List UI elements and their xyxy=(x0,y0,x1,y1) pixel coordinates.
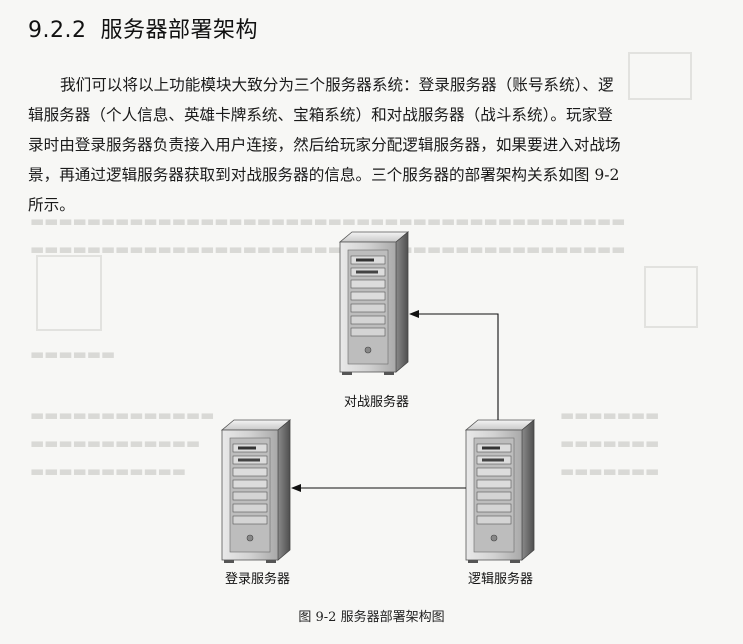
section-title: 服务器部署架构 xyxy=(100,18,258,43)
battle-server-label: 对战服务器 xyxy=(344,395,410,410)
paragraph-line: 录时由登录服务器负责接入用户连接，然后给玩家分配逻辑服务器，如果要进入对战场 xyxy=(28,136,621,154)
login-server-label: 登录服务器 xyxy=(225,572,291,587)
bleed-through-text: ▬▬▬▬▬▬▬ xyxy=(560,434,660,452)
bleed-through-text: ▬▬▬▬▬▬ xyxy=(30,345,116,363)
bleed-through-text: ▬▬▬▬▬▬▬ xyxy=(560,462,660,480)
paragraph-line: 辑服务器（个人信息、英雄卡牌系统、宝箱系统）和对战服务器（战斗系统）。玩家登 xyxy=(28,106,613,124)
bleed-through-box xyxy=(36,255,102,331)
login-server-icon xyxy=(221,419,291,564)
bleed-through-text: ▬▬▬▬▬▬▬ xyxy=(560,406,660,424)
paragraph-line: 景，再通过逻辑服务器获取到对战服务器的信息。三个服务器的部署架构关系如图 9-2 xyxy=(28,166,620,184)
section-number: 9.2.2 xyxy=(28,18,87,43)
bleed-through-text: ▬▬▬▬▬▬▬▬▬▬▬▬▬ xyxy=(30,406,215,424)
bleed-through-box xyxy=(644,266,698,328)
logic-to-battle-arrow xyxy=(409,310,499,420)
paragraph-line: 我们可以将以上功能模块大致分为三个服务器系统：登录服务器（账号系统）、逻 xyxy=(60,76,614,94)
section-heading: 9.2.2 服务器部署架构 xyxy=(28,12,258,44)
bleed-through-box xyxy=(628,52,692,100)
paragraph-line: 所示。 xyxy=(28,196,75,214)
bleed-through-text: ▬▬▬▬▬▬▬▬▬▬▬▬▬▬▬▬▬▬▬▬▬▬▬▬▬▬▬▬▬▬▬▬▬▬▬▬▬▬▬▬… xyxy=(30,240,626,258)
body-paragraph: 我们可以将以上功能模块大致分为三个服务器系统：登录服务器（账号系统）、逻 辑服务… xyxy=(28,70,714,220)
bleed-through-text: ▬▬▬▬▬▬▬▬▬▬▬▬ xyxy=(30,434,201,452)
figure-caption: 图 9-2 服务器部署架构图 xyxy=(298,610,445,625)
bleed-through-text: ▬▬▬▬▬▬▬▬▬▬▬▬▬▬▬▬▬▬▬▬▬▬▬▬▬▬▬▬▬▬▬▬▬▬▬▬▬▬▬▬… xyxy=(30,212,626,230)
logic-server-label: 逻辑服务器 xyxy=(468,572,534,587)
logic-server-icon xyxy=(465,419,535,564)
bleed-through-text: ▬▬▬▬▬▬▬▬▬▬▬ xyxy=(30,462,186,480)
battle-server-icon xyxy=(339,231,409,376)
